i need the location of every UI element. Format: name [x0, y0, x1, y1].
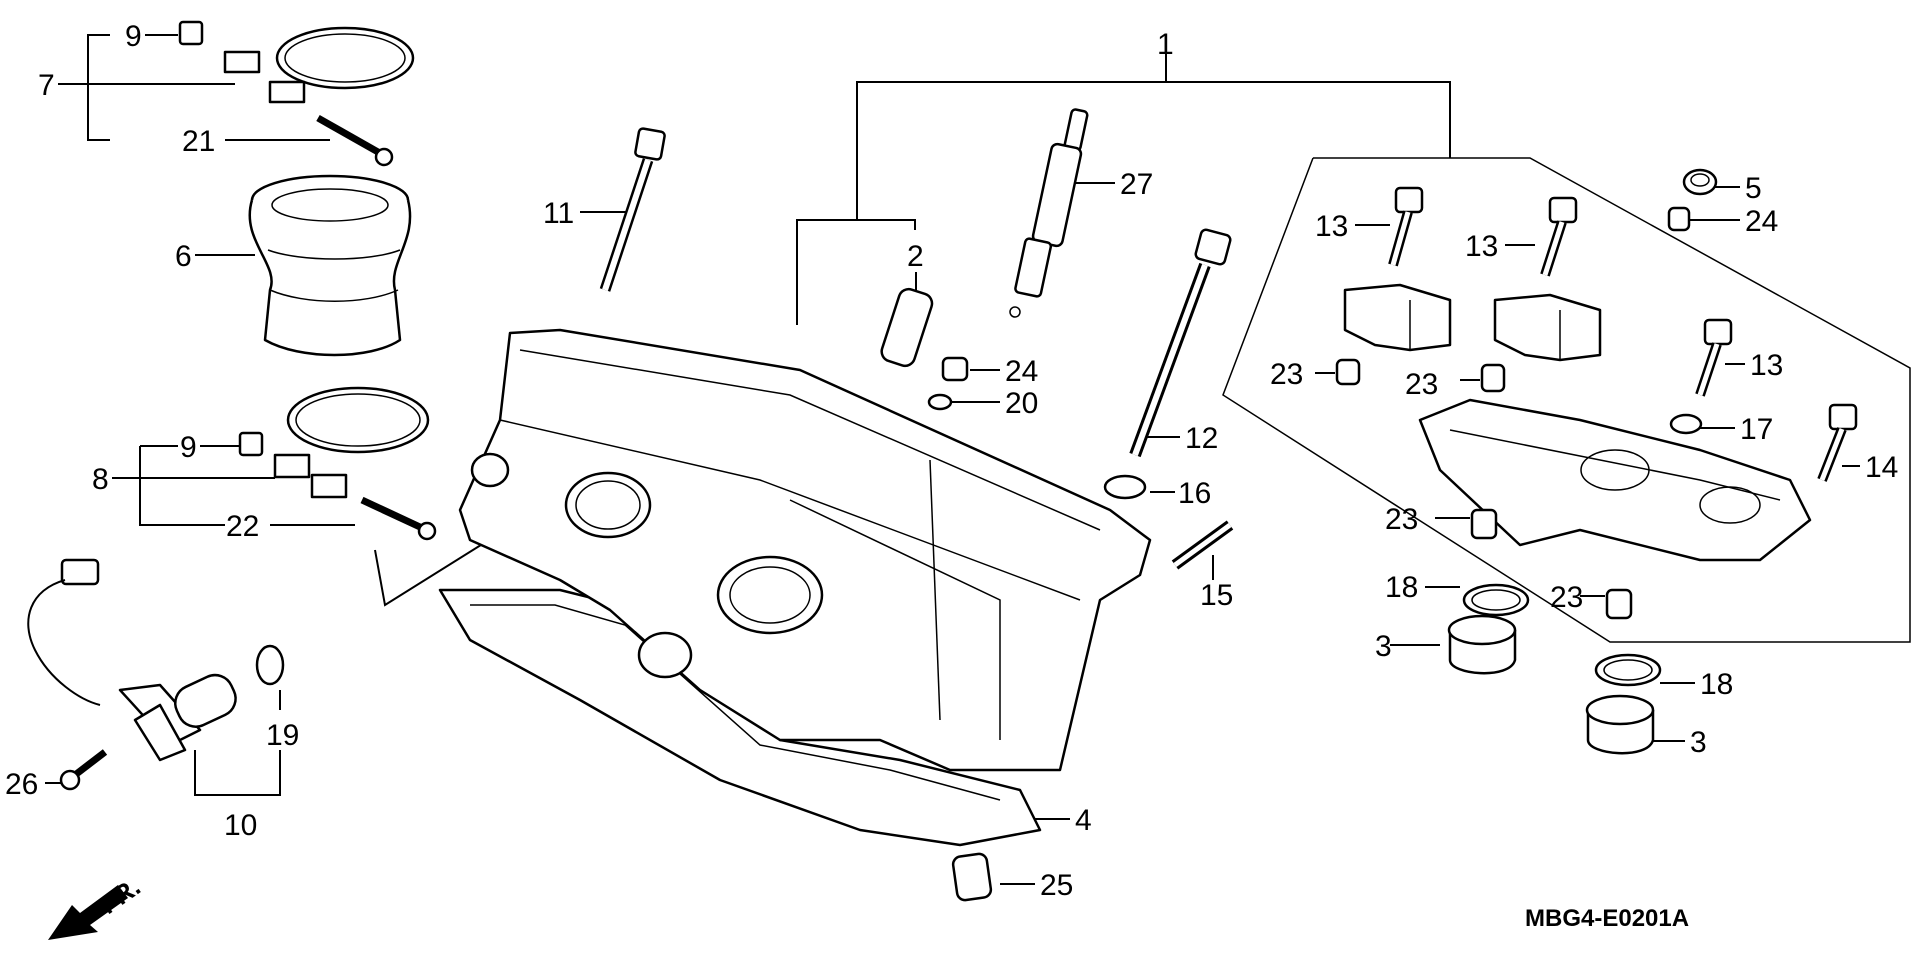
callout-1: 1: [1157, 28, 1174, 61]
callout-23: 23: [1385, 503, 1418, 536]
clamp-band-lower: [273, 386, 430, 499]
washer-17: [1669, 413, 1703, 435]
callout-17: 17: [1740, 413, 1773, 446]
dowel-25: [951, 852, 993, 902]
bolt-14: [1817, 403, 1858, 482]
screw-22: [360, 496, 437, 541]
callout-3: 3: [1375, 630, 1392, 663]
screw-21: [316, 114, 394, 167]
camshaft-holder-middle: [1493, 293, 1602, 362]
callout-14: 14: [1865, 451, 1898, 484]
camshaft-holder-lower: [1418, 398, 1812, 562]
clip-nut-top: [178, 20, 204, 46]
diagram-code: MBG4-E0201A: [1525, 905, 1689, 932]
cylinder-head: [458, 328, 1152, 772]
callout-26: 26: [5, 768, 38, 801]
callout-10: 10: [224, 809, 257, 842]
collar-3-right: [1585, 694, 1655, 755]
callout-12: 12: [1185, 422, 1218, 455]
callout-23: 23: [1270, 358, 1303, 391]
dowel-24-right: [1667, 206, 1691, 232]
cam-pulse-sensor: [27, 558, 237, 762]
dowel-24-middle: [941, 356, 969, 382]
bolt-12: [1129, 228, 1232, 458]
callout-5: 5: [1745, 172, 1762, 205]
callout-13: 13: [1315, 210, 1348, 243]
o-ring-18-right: [1594, 653, 1662, 687]
insulator-rubber: [248, 174, 412, 357]
callout-16: 16: [1178, 477, 1211, 510]
callout-9: 9: [125, 20, 142, 53]
callout-9: 9: [180, 431, 197, 464]
callout-6: 6: [175, 240, 192, 273]
bolt-13-right: [1695, 318, 1733, 397]
callout-labels: 1 2 3 3 4 5 6 7 8 9 9 10 11 12 13 13 13 …: [5, 20, 1898, 902]
o-ring-18-left: [1462, 583, 1530, 617]
dowel-23-d: [1605, 588, 1633, 620]
callout-19: 19: [266, 719, 299, 752]
clamp-band-upper: [223, 26, 415, 104]
bolt-11: [599, 127, 666, 292]
bolt-26: [59, 749, 108, 791]
leader-lines: [45, 34, 1911, 885]
callout-23: 23: [1405, 368, 1438, 401]
callout-18: 18: [1700, 668, 1733, 701]
callout-25: 25: [1040, 869, 1073, 902]
callout-15: 15: [1200, 579, 1233, 612]
callout-22: 22: [226, 510, 259, 543]
dowel-23-a: [1335, 358, 1361, 386]
callout-23: 23: [1550, 581, 1583, 614]
callout-11: 11: [543, 197, 574, 230]
callout-13: 13: [1465, 230, 1498, 263]
stud-15: [1171, 520, 1234, 570]
callout-4: 4: [1075, 804, 1092, 837]
callout-7: 7: [38, 69, 55, 102]
callout-27: 27: [1120, 168, 1153, 201]
callout-21: 21: [182, 125, 215, 158]
dowel-23-b: [1480, 363, 1506, 393]
front-direction-arrow: FR.: [48, 871, 146, 940]
bolt-13-middle: [1540, 196, 1578, 277]
washer-20: [927, 393, 953, 411]
clip-nut-lower: [238, 431, 264, 457]
callout-3: 3: [1690, 726, 1707, 759]
collar-3-left: [1447, 614, 1517, 675]
camshaft-holder-left: [1343, 283, 1452, 352]
callout-18: 18: [1385, 571, 1418, 604]
grommet-5: [1682, 168, 1718, 196]
callout-13: 13: [1750, 349, 1783, 382]
callout-2: 2: [907, 240, 924, 273]
o-ring-19: [255, 644, 285, 686]
dowel-pipe-2: [880, 287, 934, 368]
spark-plug-27: [1009, 108, 1089, 318]
bolt-13-left: [1388, 186, 1424, 267]
washer-16: [1103, 474, 1147, 500]
callout-24: 24: [1745, 205, 1778, 238]
callout-20: 20: [1005, 387, 1038, 420]
dowel-23-c: [1470, 508, 1498, 540]
callout-24: 24: [1005, 355, 1038, 388]
callout-8: 8: [92, 463, 109, 496]
